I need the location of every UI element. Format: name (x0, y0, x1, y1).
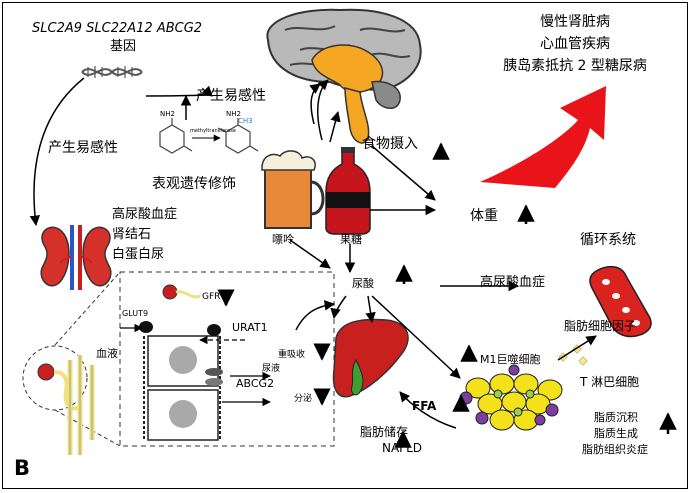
adipose-inflammation: 脂肪组织炎症 (582, 443, 648, 456)
adipokine-particles (558, 344, 588, 366)
brain-icon (266, 8, 422, 144)
urine-label: 尿液 (262, 364, 281, 374)
purine-label: 嘌呤 (272, 233, 294, 246)
ffa-label: FFA (412, 399, 437, 413)
disease-chronic-kidney: 慢性肾脏病 (540, 14, 610, 30)
methyltransferase-label: methyltransferase (190, 128, 236, 134)
urat1-label: URAT1 (232, 321, 268, 334)
beer-mug-icon (261, 150, 325, 229)
dna-icon (81, 66, 143, 78)
lipid-deposition: 脂质沉积 (594, 411, 638, 424)
outcome-arrow (480, 86, 606, 188)
figure-border (2, 2, 688, 489)
hyperuricemia-label: 高尿酸血症 (480, 275, 546, 290)
secretion-label: 分泌 (294, 394, 313, 404)
gene-label: 基因 (110, 39, 137, 54)
nh2-left-label: NH2 (160, 110, 175, 118)
fructose-label: 果糖 (340, 233, 362, 246)
nephron-icon (37, 355, 95, 455)
m1-macrophage-label: M1巨噬细胞 (480, 353, 541, 366)
methyl-group-label: CH3 (238, 117, 253, 125)
kidney-stones: 肾结石 (112, 227, 152, 242)
adipose-tissue-icon (459, 364, 563, 431)
liver-icon (332, 318, 409, 398)
panel-label: B (14, 456, 31, 480)
blood-vessel-icon (589, 265, 652, 338)
fat-storage-label: 脂肪储存 (360, 425, 409, 439)
abcg2-label: ABCG2 (236, 377, 275, 390)
adipokines-label: 脂肪细胞因子 (564, 319, 637, 333)
food-intake-label: 食物摄入 (362, 136, 418, 152)
kidney-icon (40, 225, 112, 290)
nh2-right-label: NH2 (226, 110, 241, 118)
methylcytosine-molecule (217, 118, 259, 154)
albuminuria: 白蛋白尿 (112, 247, 165, 262)
flow-arrows (29, 77, 597, 429)
susceptibility-left: 产生易感性 (48, 140, 118, 156)
tubule-cells (139, 284, 223, 441)
circulation-label: 循环系统 (580, 232, 636, 248)
glut9-label: GLUT9 (122, 309, 149, 318)
reabsorption-label: 重吸收 (278, 350, 306, 360)
lipogenesis: 脂质生成 (594, 427, 638, 440)
epigenetic-label: 表观遗传修饰 (152, 176, 236, 192)
gene-names: SLC2A9 SLC22A12 ABCG2 (32, 21, 203, 36)
nephron-zoom-box (22, 271, 335, 447)
nafld-label: NAFLD (382, 441, 423, 455)
body-weight-label: 体重 (470, 208, 498, 224)
blood-label: 血液 (96, 347, 118, 360)
transport-arrows (120, 323, 271, 407)
gfr-label: GFR (202, 292, 221, 302)
cytosine-molecule (159, 118, 193, 154)
uric-acid-label: 尿酸 (352, 277, 374, 290)
susceptibility-top: 产生易感性 (196, 88, 266, 104)
trend-arrows (217, 142, 677, 448)
disease-insulin-resistance: 胰岛素抵抗 2 型糖尿病 (503, 58, 647, 74)
t-cell-label: T 淋巴细胞 (580, 375, 640, 389)
kidney-hyperuricemia: 高尿酸血症 (112, 207, 178, 222)
disease-cardiovascular: 心血管疾病 (540, 36, 610, 52)
soda-bottle-icon (325, 147, 371, 235)
